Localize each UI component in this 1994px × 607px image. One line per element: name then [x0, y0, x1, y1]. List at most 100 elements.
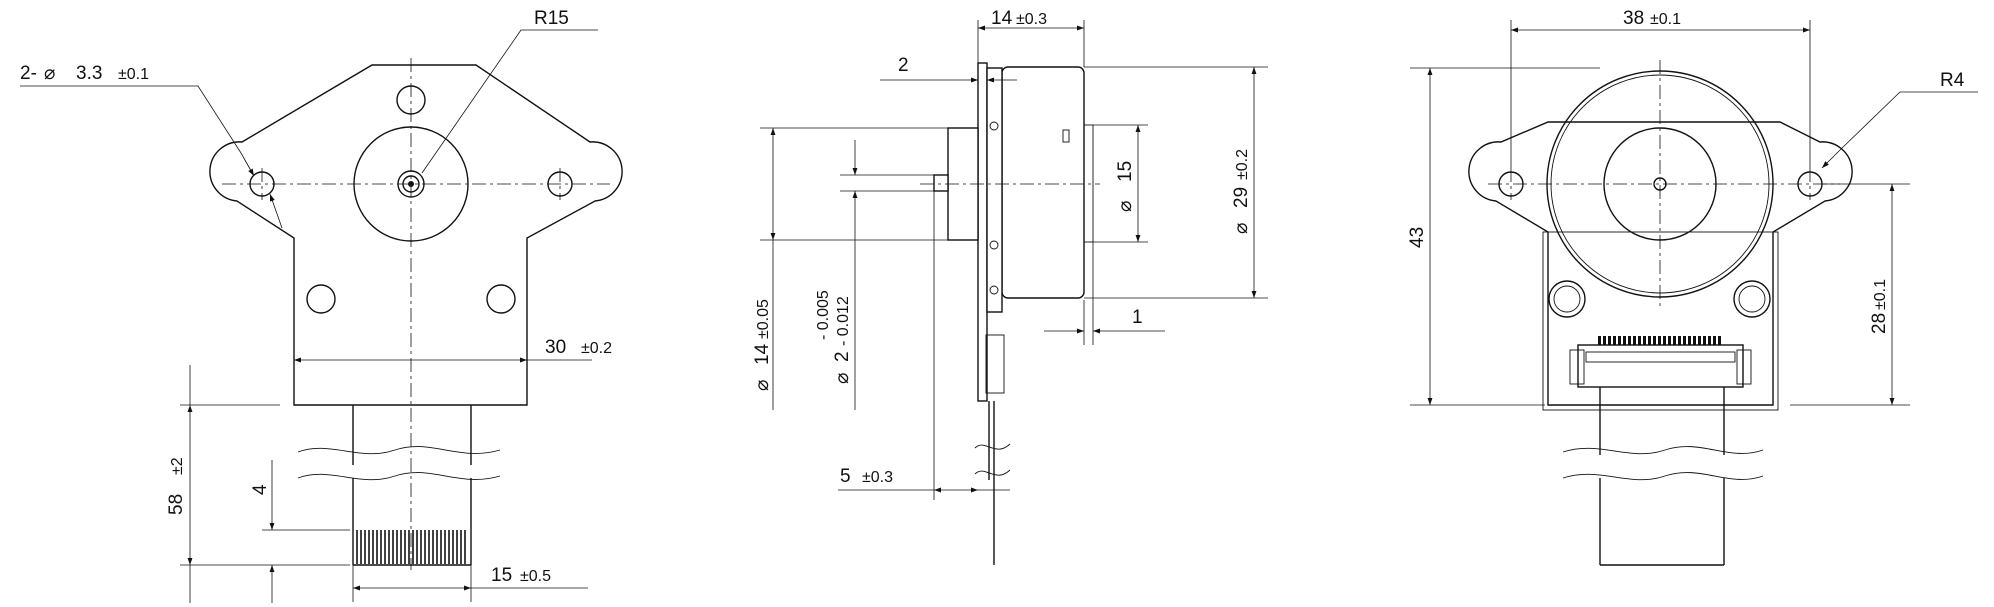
dim-boss-dia-14: ⌀ 14 ±0.05	[752, 127, 948, 410]
side-pinion	[1083, 124, 1094, 243]
depth-value: 14	[991, 8, 1013, 29]
hole-height-value: 28	[1869, 313, 1890, 334]
connector-tooth	[1688, 336, 1691, 345]
boss-dia-value: 14	[752, 343, 773, 365]
connector-tooth	[1713, 336, 1716, 345]
cable-width-value: 15	[491, 565, 512, 586]
connector-tooth	[1648, 336, 1651, 345]
dim-step-1: 1	[1044, 242, 1165, 345]
boss-dia-symbol: ⌀	[752, 380, 773, 391]
rear-view: 38 ±0.1 R4 43 28 ±0.1	[1407, 8, 1978, 566]
connector-tooth	[1658, 336, 1661, 345]
rear-ribbon-cable	[1562, 387, 1764, 566]
dim-hole-spacing-38: 38 ±0.1	[1510, 8, 1811, 168]
rear-lower-hole-right	[1733, 280, 1771, 318]
connector-tooth	[1623, 336, 1626, 345]
dim-cable-width-15: 15 ±0.5	[352, 565, 588, 602]
hole-dia-tol: ±0.1	[118, 66, 149, 83]
connector-tooth	[1708, 336, 1711, 345]
shaft-dia-tol-upper: - 0.005	[815, 290, 832, 340]
body-dia-value: 29	[1231, 187, 1252, 208]
connector-tooth	[1653, 336, 1656, 345]
cable-width-tol: ±0.5	[520, 568, 551, 585]
hole-dia-prefix: 2-	[20, 63, 37, 84]
dim-body-dia-29: ⌀ 29 ±0.2	[1084, 66, 1268, 299]
step-value: 1	[1132, 307, 1143, 328]
height-value: 43	[1407, 227, 1428, 248]
side-connector	[985, 334, 1005, 394]
rear-flange-outline	[1468, 121, 1853, 406]
connector-tooth	[1703, 336, 1706, 345]
connector-tooth	[1698, 336, 1701, 345]
front-view: 2- ⌀ 3.3 ±0.1 R15 30 ±0.2 58 ±2	[20, 8, 623, 603]
dim-shaft-length-5: 5 ±0.3	[838, 191, 1010, 500]
connector-tooth	[1693, 336, 1696, 345]
dim-radius-r15: R15	[421, 8, 598, 174]
connector-tooth	[1613, 336, 1616, 345]
shaft-dia-tol-lower: - 0.012	[835, 296, 852, 346]
width-30-tol: ±0.2	[581, 340, 612, 357]
body-dia-symbol: ⌀	[1231, 223, 1252, 234]
dim-flange-2: 2	[880, 55, 1017, 83]
dim-contact-length-4: 4	[250, 460, 350, 603]
shaft-length-value: 5	[840, 466, 851, 487]
rear-connector	[1569, 336, 1752, 388]
body-dia-tol: ±0.2	[1234, 149, 1251, 180]
shaft-dia-symbol: ⌀	[832, 373, 853, 384]
cable-length-value: 58	[166, 494, 187, 515]
width-30-value: 30	[545, 337, 566, 358]
radius-r4-label: R4	[1940, 70, 1965, 91]
dim-pinion-dia-15: ⌀ 15	[1093, 124, 1148, 243]
connector-tooth	[1598, 336, 1601, 345]
flange-value: 2	[898, 55, 909, 76]
contact-length-value: 4	[250, 484, 271, 495]
connector-tooth	[1638, 336, 1641, 345]
connector-tooth	[1673, 336, 1676, 345]
connector-tooth	[1603, 336, 1606, 345]
depth-tol: ±0.3	[1016, 11, 1047, 28]
connector-teeth	[1598, 336, 1721, 345]
hole-spacing-value: 38	[1623, 8, 1644, 29]
front-ribbon-cable	[297, 405, 501, 566]
connector-tooth	[1668, 336, 1671, 345]
rear-lower-hole-left	[1548, 280, 1586, 318]
connector-tooth	[1618, 336, 1621, 345]
shaft-dia-value: 2	[832, 351, 853, 362]
connector-tooth	[1683, 336, 1686, 345]
dim-radius-r4: R4	[1821, 70, 1978, 169]
connector-tooth	[1633, 336, 1636, 345]
front-lower-hole-left	[306, 284, 336, 314]
side-view: 14 ±0.3 2 ⌀ 14 ±0.05 ⌀ 2 - 0.012 - 0.00	[752, 8, 1268, 565]
radius-r15-label: R15	[534, 8, 569, 29]
connector-tooth	[1718, 336, 1721, 345]
side-shaft	[933, 174, 949, 192]
hole-dia-symbol: ⌀	[44, 63, 55, 84]
hole-spacing-tol: ±0.1	[1650, 11, 1681, 28]
connector-tooth	[1628, 336, 1631, 345]
dim-hole-height-28: 28 ±0.1	[1790, 183, 1910, 406]
dim-shaft-dia-2: ⌀ 2 - 0.012 - 0.005	[815, 140, 934, 410]
dim-cable-length-58: 58 ±2	[166, 365, 350, 603]
cable-contacts	[356, 530, 466, 564]
boss-dia-tol: ±0.05	[755, 299, 772, 339]
connector-tooth	[1608, 336, 1611, 345]
hole-height-tol: ±0.1	[1872, 279, 1889, 310]
side-tab	[1062, 129, 1070, 143]
side-motor-body	[1001, 66, 1085, 299]
dim-hole-diameter: 2- ⌀ 3.3 ±0.1	[20, 63, 283, 229]
dim-height-43: 43	[1407, 67, 1600, 406]
connector-tooth	[1663, 336, 1666, 345]
shaft-length-tol: ±0.3	[862, 469, 893, 486]
hole-dia-value: 3.3	[76, 63, 102, 84]
front-flange-outline	[209, 64, 623, 406]
cable-length-tol: ±2	[169, 457, 186, 475]
dim-width-30: 30 ±0.2	[294, 337, 612, 363]
side-plate	[986, 67, 1003, 313]
connector-tooth	[1643, 336, 1646, 345]
dim-depth-14: 14 ±0.3	[977, 8, 1085, 67]
pinion-dia-symbol: ⌀	[1115, 201, 1136, 212]
pinion-dia-value: 15	[1115, 161, 1136, 182]
connector-tooth	[1678, 336, 1681, 345]
front-lower-hole-right	[486, 284, 516, 314]
